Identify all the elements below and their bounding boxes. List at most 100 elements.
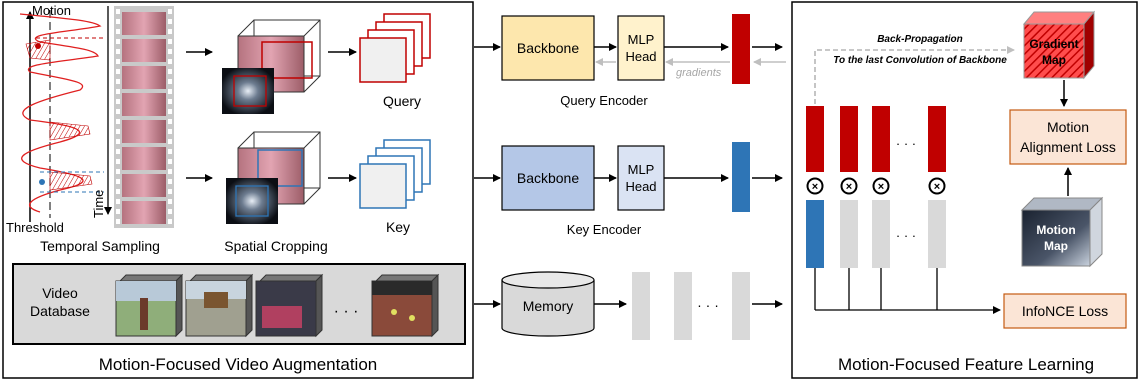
backprop-label-2: To the last Convolution of Backbone <box>833 55 1007 66</box>
memory-label: Memory <box>523 298 574 314</box>
motion-label: Motion <box>32 3 71 18</box>
memory-ellipsis: · · · <box>697 297 719 313</box>
key-mlp-label-1: MLP <box>628 162 655 177</box>
motion-curve-fill-2 <box>49 171 93 191</box>
gradients-label: gradients <box>676 67 722 79</box>
motion-map-label-2: Map <box>1044 239 1068 253</box>
video-database-label-2: Database <box>30 303 90 319</box>
film-strip <box>114 6 174 228</box>
film-hole <box>116 29 120 34</box>
video-database: Video Database · · <box>12 263 466 345</box>
key-motion-thumb-box <box>235 185 269 217</box>
key-mlp-head-box <box>617 145 665 211</box>
middle-section: Backbone MLP Head gradients Query Encode… <box>474 14 786 340</box>
film-frame <box>122 12 166 35</box>
film-hole <box>168 29 172 34</box>
film-hole <box>168 109 172 114</box>
query-encoder-label: Query Encoder <box>560 93 648 108</box>
query-mlp-label-1: MLP <box>628 32 655 47</box>
film-hole <box>116 39 120 44</box>
film-hole <box>116 199 120 204</box>
key-encoder-label: Key Encoder <box>567 222 642 237</box>
backprop-dashed-line <box>814 46 1015 104</box>
query-column-2 <box>840 106 858 172</box>
film-hole <box>116 89 120 94</box>
query-cube-edge-3 <box>303 75 321 93</box>
sample-point-red <box>35 43 41 49</box>
key-feature-vector <box>732 142 750 212</box>
sample-point-blue <box>39 179 45 185</box>
film-hole <box>116 129 120 134</box>
query-columns-ellipsis: · · · <box>896 136 916 151</box>
right-panel-title: Motion-Focused Feature Learning <box>838 355 1094 374</box>
key-backbone-box <box>501 145 595 211</box>
gradient-map-label-2: Map <box>1042 53 1066 67</box>
threshold-label: Threshold <box>6 220 64 235</box>
query-label: Query <box>383 93 421 109</box>
multiply-circle-4: × <box>928 177 946 195</box>
right-panel: Back-Propagation To the last Convolution… <box>791 1 1138 379</box>
film-hole <box>168 209 172 214</box>
film-hole <box>116 149 120 154</box>
film-hole <box>168 219 172 224</box>
multiply-symbol-3: × <box>878 181 884 193</box>
key-backbone-label: Backbone <box>517 170 579 186</box>
multiply-circle-1: × <box>806 177 824 195</box>
multiply-circle-3: × <box>872 177 890 195</box>
film-holes <box>116 9 172 224</box>
film-hole <box>116 109 120 114</box>
film-hole <box>168 79 172 84</box>
film-hole <box>168 89 172 94</box>
infonce-loss-label: InfoNCE Loss <box>1022 303 1108 319</box>
infonce-connectors <box>814 268 1001 314</box>
film-hole <box>116 139 120 144</box>
film-hole <box>116 9 120 14</box>
film-hole <box>168 69 172 74</box>
video-database-label-1: Video <box>42 285 78 301</box>
film-hole <box>116 179 120 184</box>
left-panel-border <box>2 1 474 379</box>
film-hole <box>168 99 172 104</box>
query-column-3 <box>872 106 890 172</box>
memory-column-2 <box>872 200 890 268</box>
film-frames <box>122 12 166 224</box>
video-thumbnail-1 <box>115 273 184 338</box>
film-hole <box>168 179 172 184</box>
memory-column-3 <box>928 200 946 268</box>
query-crop-box <box>261 41 313 79</box>
film-hole <box>116 99 120 104</box>
query-motion-thumb-box <box>233 75 267 107</box>
query-backbone-label: Backbone <box>517 40 579 56</box>
key-cube-edge-3 <box>303 187 321 205</box>
film-hole <box>168 39 172 44</box>
right-panel-border <box>791 1 1138 379</box>
video-thumbnail-4 <box>371 273 440 338</box>
film-hole <box>168 139 172 144</box>
film-hole <box>168 189 172 194</box>
film-frame <box>122 201 166 224</box>
film-hole <box>168 159 172 164</box>
film-frame <box>122 39 166 62</box>
key-label: Key <box>386 219 410 235</box>
film-hole <box>168 49 172 54</box>
infonce-loss-box <box>1003 293 1127 329</box>
query-column-1 <box>806 106 824 172</box>
motion-curve-plot: Motion Time Threshold <box>6 3 112 235</box>
gradient-map-cube <box>1022 10 1096 80</box>
motion-alignment-loss-box <box>1009 109 1127 165</box>
motion-map-cube <box>1020 196 1104 268</box>
key-mlp-label-2: Head <box>625 179 656 194</box>
query-mlp-label-2: Head <box>625 49 656 64</box>
multiply-circle-2: × <box>840 177 858 195</box>
query-cube-edge-2 <box>303 19 321 37</box>
left-panel: Motion Time Threshold Temporal Sampling <box>2 1 474 379</box>
film-hole <box>116 49 120 54</box>
backprop-label-1: Back-Propagation <box>877 34 963 45</box>
motion-alignment-label-1: Motion <box>1047 119 1089 135</box>
film-hole <box>168 199 172 204</box>
video-database-ellipsis: · · · <box>334 303 359 320</box>
film-hole <box>168 169 172 174</box>
film-hole <box>168 149 172 154</box>
memory-feature-2 <box>674 272 692 340</box>
